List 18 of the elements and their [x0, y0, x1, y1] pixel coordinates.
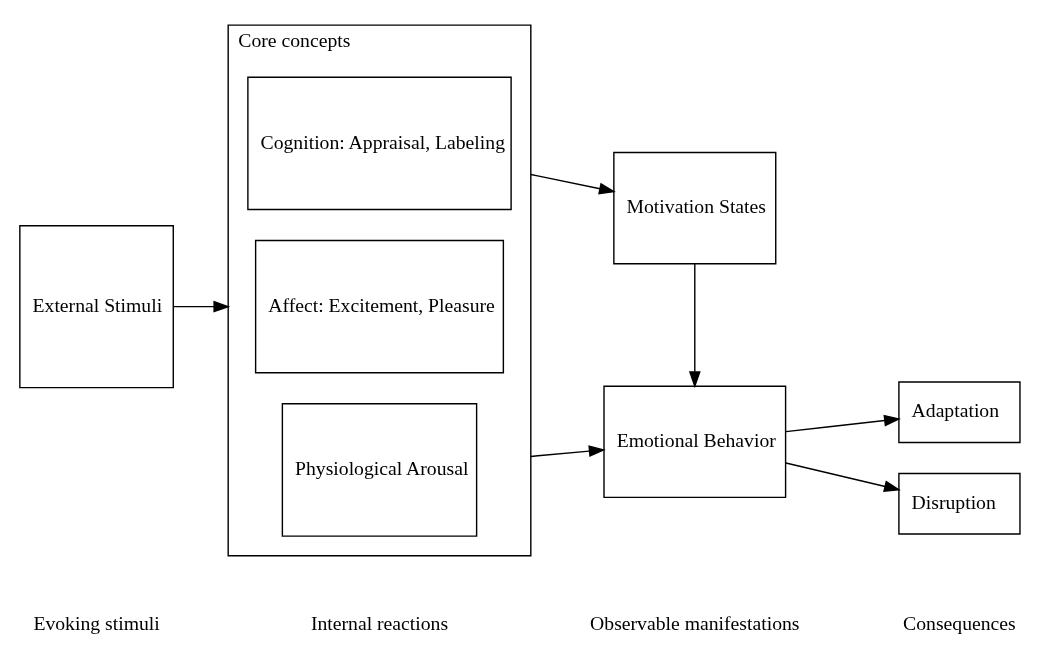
label: Evoking stimuli [32, 611, 160, 634]
arrow [529, 445, 606, 458]
arrow [529, 173, 616, 195]
label: Consequences [902, 611, 1016, 634]
label: Observable manifestations [589, 611, 799, 634]
node-box: Disruption [897, 472, 1021, 535]
node-box: Physiological Arousal [281, 403, 477, 537]
node-box: Adaptation [897, 381, 1021, 444]
arrow [172, 300, 230, 313]
label: Internal reactions [310, 611, 448, 634]
node-box: Motivation States [612, 151, 776, 265]
arrow [688, 263, 701, 389]
node-box: Affect: Excitement, Pleasure [254, 239, 504, 374]
arrow [784, 414, 901, 433]
node-box: Cognition: Appraisal, Labeling [246, 76, 512, 211]
node-box: External Stimuli [18, 225, 174, 389]
arrow [784, 462, 901, 493]
node-box: Emotional Behavior [602, 385, 786, 499]
